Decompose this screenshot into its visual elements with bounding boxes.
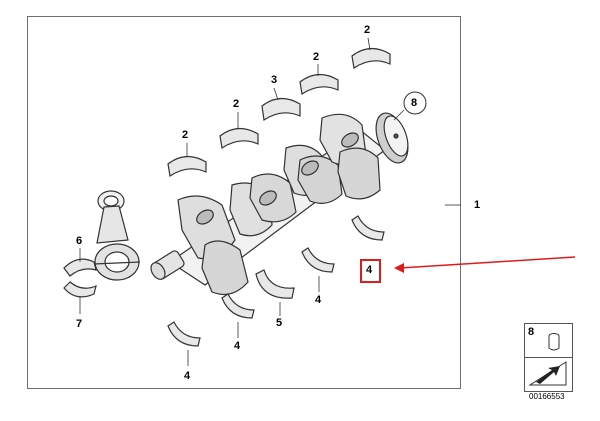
main-bearing-lower-4 xyxy=(351,215,385,241)
callout-4-c: 4 xyxy=(315,294,322,306)
legend-box xyxy=(524,323,573,392)
callout-4-b: 4 xyxy=(234,340,241,352)
main-bearing-lower-3 xyxy=(301,247,335,273)
callout-2-c: 2 xyxy=(313,51,320,63)
callout-2-d: 2 xyxy=(364,24,371,36)
diagram-frame xyxy=(27,16,461,389)
main-bearing-upper-1 xyxy=(167,155,207,178)
bolt-icon-body xyxy=(548,336,560,351)
fastener-callout-circle xyxy=(403,91,427,115)
thrust-bearing-upper xyxy=(261,97,301,122)
callout-6: 6 xyxy=(76,235,83,247)
thrust-bearing-lower xyxy=(255,269,295,299)
crankshaft xyxy=(150,112,409,295)
callout-3: 3 xyxy=(271,74,278,86)
main-bearing-lower-2 xyxy=(221,293,255,319)
callout-7: 7 xyxy=(76,318,83,330)
main-bearing-lower-1 xyxy=(167,321,201,347)
conrod-bearing-upper xyxy=(63,258,97,277)
main-bearing-upper-4 xyxy=(351,47,391,70)
callout-1: 1 xyxy=(474,199,481,211)
main-bearing-upper-3 xyxy=(299,73,339,96)
callout-2-b: 2 xyxy=(233,98,240,110)
highlight-arrow xyxy=(394,256,576,273)
callout-8: 8 xyxy=(411,97,418,109)
connecting-rod xyxy=(93,190,141,281)
main-bearing-upper-2 xyxy=(219,127,259,150)
legend-label: 8 xyxy=(528,326,535,338)
callout-5: 5 xyxy=(276,317,283,329)
callout-2-a: 2 xyxy=(182,129,189,141)
callout-4-a: 4 xyxy=(184,370,191,382)
conrod-bearing-lower xyxy=(63,281,97,298)
leader-lines xyxy=(79,37,461,366)
highlight-box xyxy=(360,259,381,283)
document-id: 00166553 xyxy=(529,392,565,401)
callout-4-highlighted: 4 xyxy=(366,264,373,276)
